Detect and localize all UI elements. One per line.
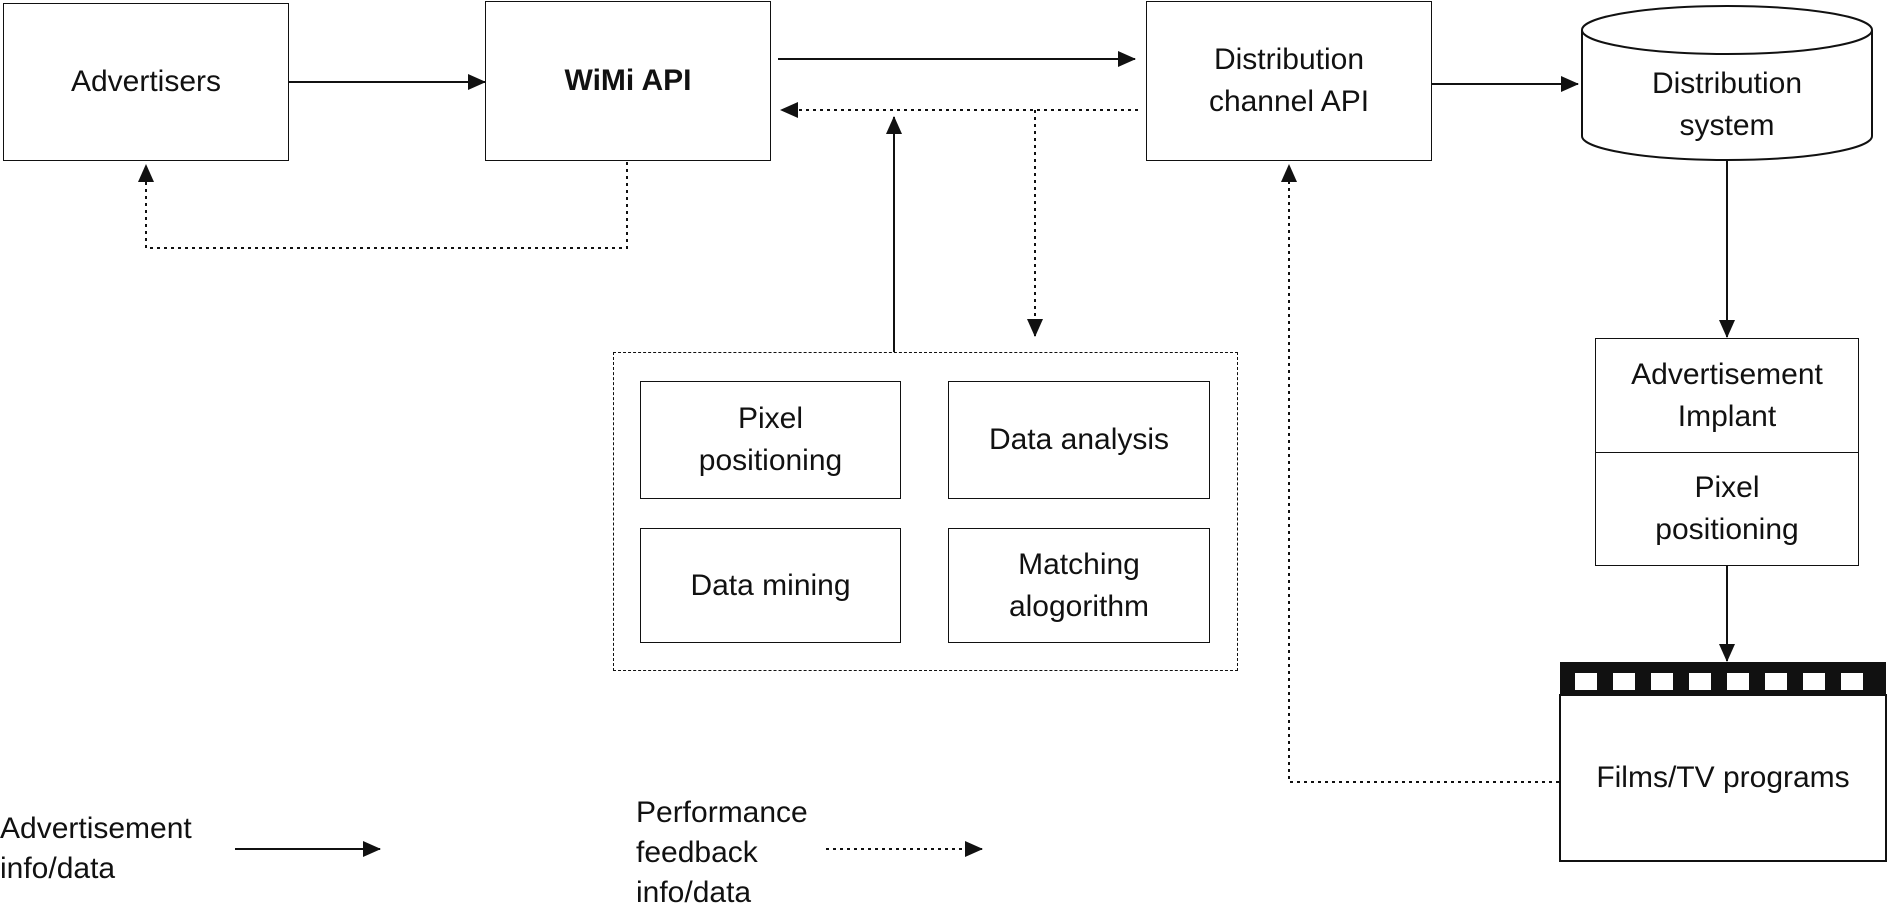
distribution-channel-api-label: Distribution channel API [1208, 43, 1370, 118]
matching-algorithm-label: Matching alogorithm [1008, 547, 1150, 623]
data-analysis-module: Data analysis [948, 381, 1210, 499]
matching-algorithm-module: Matching alogorithm [948, 528, 1210, 643]
film-strip-icon [1559, 662, 1887, 862]
pixel-positioning-cell: Pixel positioning [1596, 453, 1858, 565]
stack-divider [1596, 452, 1858, 453]
films-tv-programs-label: Films/TV programs [1596, 761, 1850, 794]
films-tv-programs-node: Films/TV programs [1560, 695, 1886, 861]
legend-dotted-label: Performance feedback info/data [636, 796, 808, 909]
wimi-api-label: WiMi API [564, 64, 692, 97]
advertisers-label: Advertisers [70, 65, 222, 98]
advertisement-implant-label: Advertisement Implant [1631, 357, 1823, 433]
implant-stack: Advertisement Implant Pixel positioning [1595, 338, 1859, 566]
distribution-channel-api-node: Distribution channel API [1146, 1, 1432, 161]
data-mining-label: Data mining [690, 568, 851, 602]
data-mining-module: Data mining [640, 528, 901, 643]
distribution-system-label: Distribution system [1582, 60, 1872, 150]
advertisers-node: Advertisers [3, 3, 289, 161]
legend-solid-label: Advertisement info/data [0, 812, 192, 885]
distribution-system-text: Distribution system [1651, 67, 1803, 142]
processing-group [613, 352, 1238, 671]
wimi-api-node: WiMi API [485, 1, 771, 161]
data-analysis-label: Data analysis [988, 423, 1170, 456]
pixel-positioning-module: Pixel positioning [640, 381, 901, 499]
arrow-wimi-to-advertisers-feedback [138, 162, 628, 249]
arrow-films-to-channel-feedback [1281, 164, 1559, 783]
pixel-positioning-label: Pixel positioning [698, 402, 843, 477]
distribution-system-cylinder [1581, 5, 1873, 161]
advertisement-implant-cell: Advertisement Implant [1596, 339, 1858, 452]
pixel-positioning-side-label: Pixel positioning [1655, 471, 1799, 546]
